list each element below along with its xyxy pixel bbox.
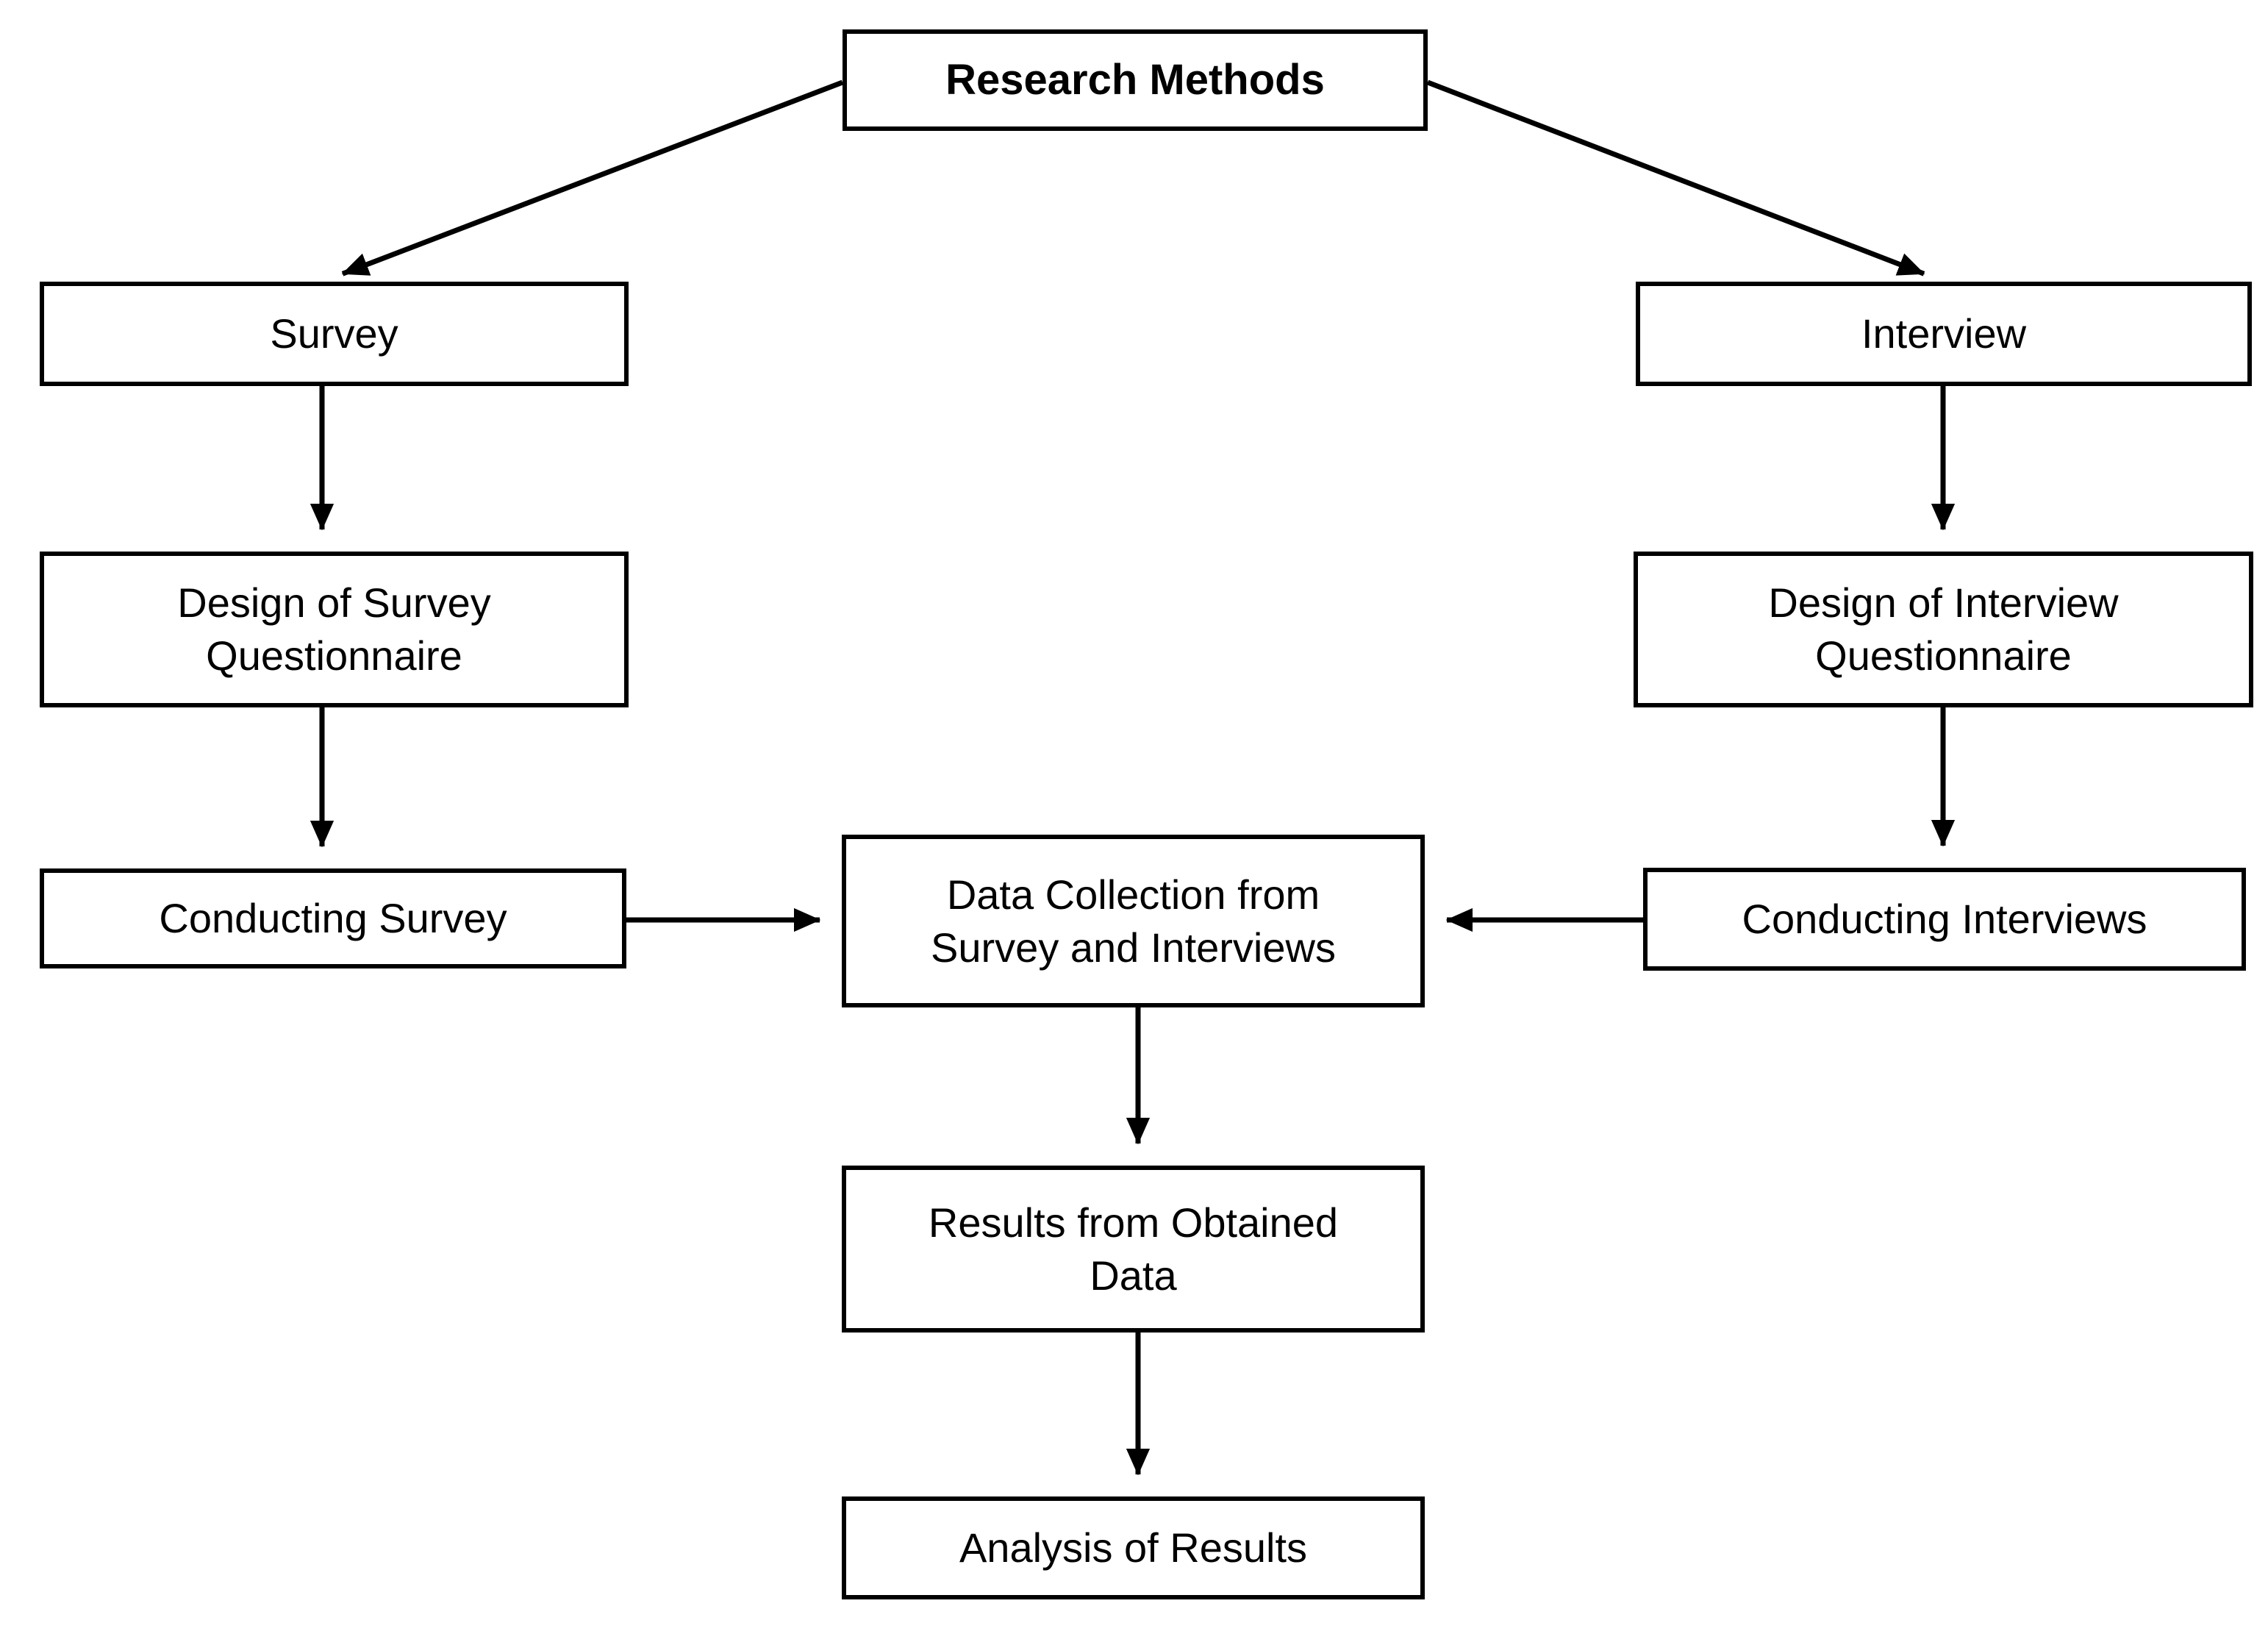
edge-research-to-survey [341, 79, 844, 277]
node-results-from-obtained-data[interactable]: Results from Obtained Data [842, 1166, 1425, 1332]
node-conducting-survey[interactable]: Conducting Survey [40, 868, 626, 968]
edge-research-to-interview [1426, 79, 1925, 277]
node-design-of-survey-questionnaire[interactable]: Design of Survey Questionnaire [40, 552, 629, 707]
node-survey[interactable]: Survey [40, 282, 629, 386]
node-interview[interactable]: Interview [1636, 282, 2252, 386]
node-research-methods[interactable]: Research Methods [843, 29, 1428, 131]
node-analysis-of-results[interactable]: Analysis of Results [842, 1496, 1425, 1599]
node-data-collection[interactable]: Data Collection from Survey and Intervie… [842, 835, 1425, 1007]
node-conducting-interviews[interactable]: Conducting Interviews [1643, 868, 2246, 971]
node-design-of-interview-questionnaire[interactable]: Design of Interview Questionnaire [1634, 552, 2253, 707]
